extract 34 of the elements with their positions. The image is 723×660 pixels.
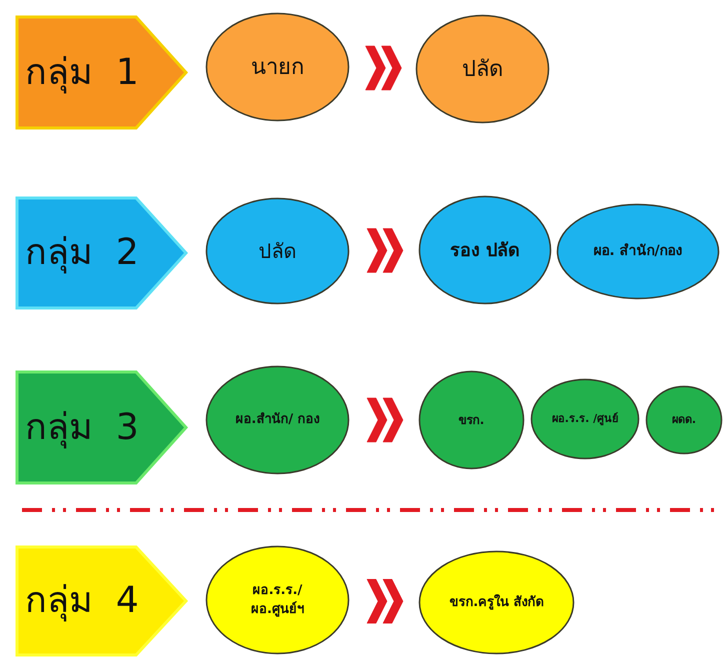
ellipse-node xyxy=(418,550,575,655)
node-text: ขรก.ครูใน สังกัด xyxy=(449,593,544,612)
double-chevron-arrow xyxy=(365,46,402,90)
node-text: ผอ. สำนัก/กอง xyxy=(593,242,683,261)
pentagon-tag xyxy=(15,15,188,130)
node-text: รอง ปลัด xyxy=(450,238,520,262)
group-label: กลุ่ม 2 xyxy=(25,231,139,276)
ellipse-node xyxy=(205,197,350,305)
node-text: ผอ.สำนัก/ กอง xyxy=(235,411,320,430)
group-label: กลุ่ม 3 xyxy=(25,406,139,450)
node-text: ขรก. xyxy=(458,412,484,429)
double-chevron-arrow xyxy=(366,398,404,442)
double-chevron-arrow xyxy=(366,228,404,273)
node-text: ปลัด xyxy=(462,56,503,84)
group-label: กลุ่ม 1 xyxy=(25,50,139,96)
ellipse-node xyxy=(205,12,350,122)
node-text: ผอ.ร.ร. /ศูนย์ xyxy=(552,410,618,428)
node-text: นายก xyxy=(251,54,304,82)
ellipse-node xyxy=(415,14,550,124)
node-text: ผดด. xyxy=(672,412,696,428)
pentagon-tag xyxy=(15,545,188,657)
ellipse-node xyxy=(645,385,723,455)
pentagon-tag xyxy=(15,196,188,310)
node-text: ผอ.ร.ร./ ผอ.ศูนย์ฯ xyxy=(250,582,305,619)
ellipse-node xyxy=(205,545,350,655)
group-label: กลุ่ม 4 xyxy=(25,579,139,624)
double-chevron-arrow xyxy=(366,579,404,624)
ellipse-node xyxy=(556,203,720,300)
ellipse-node xyxy=(418,195,552,305)
pentagon-tag xyxy=(15,370,188,485)
node-text: ปลัด xyxy=(258,238,296,265)
ellipse-node xyxy=(418,370,525,470)
ellipse-node xyxy=(530,378,640,460)
ellipse-node xyxy=(205,365,350,475)
